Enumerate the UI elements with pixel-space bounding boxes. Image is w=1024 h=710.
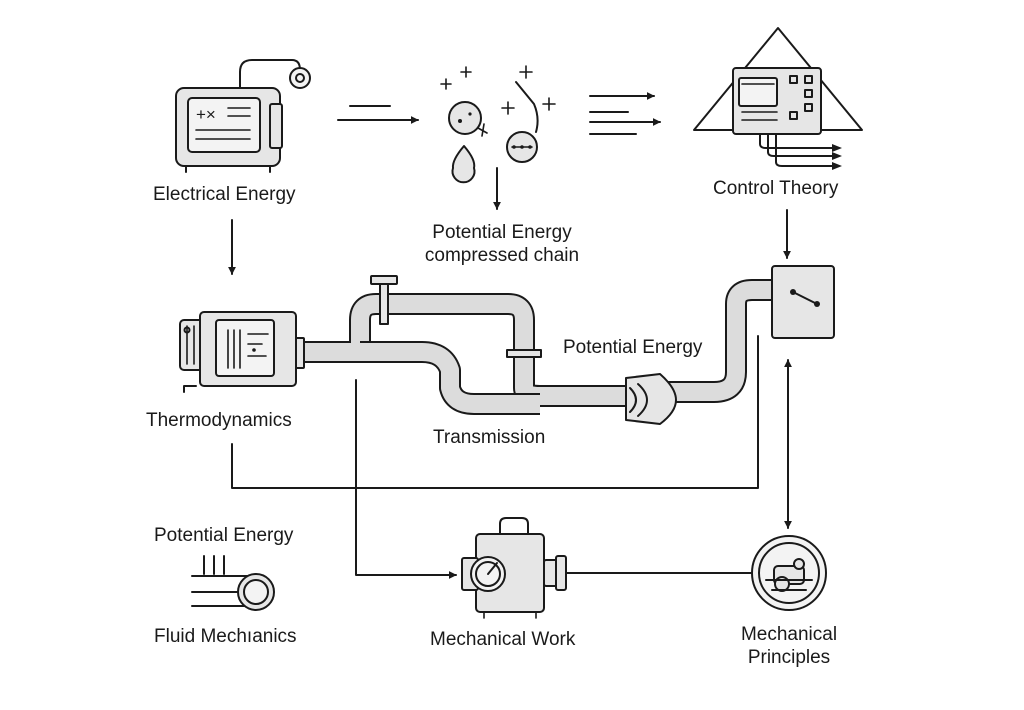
label-potential-energy-line1: Potential Energy bbox=[432, 222, 572, 243]
label-thermodynamics: Thermodynamics bbox=[146, 410, 292, 431]
pipeline-icon bbox=[293, 275, 774, 415]
engine-icon bbox=[179, 311, 297, 393]
label-mechanical-principles: Mechanical Principles bbox=[706, 624, 872, 670]
coupling-icon bbox=[625, 373, 677, 425]
label-potential-energy-line2: compressed chain bbox=[424, 244, 580, 266]
label-control-theory: Control Theory bbox=[713, 178, 839, 199]
label-electrical-energy: Electrical Energy bbox=[153, 184, 296, 205]
gear-mechanism-icon bbox=[751, 535, 827, 611]
control-panel-icon bbox=[693, 27, 863, 170]
label-potential-energy-fluid: Potential Energy bbox=[154, 525, 294, 546]
label-mechanical-principles-line1: Mechanical bbox=[740, 624, 838, 645]
label-mechanical-work: Mechanical Work bbox=[430, 629, 576, 650]
generator-icon: +× bbox=[175, 59, 311, 173]
fluid-roller-icon bbox=[191, 555, 275, 611]
pump-gauge-icon bbox=[461, 517, 567, 619]
label-potential-energy-pipe: Potential Energy bbox=[563, 337, 703, 358]
valve-box-icon bbox=[771, 265, 835, 339]
svg-text:+×: +× bbox=[196, 105, 216, 124]
label-fluid-mechanics: Fluid Mechıanics bbox=[154, 626, 297, 647]
label-potential-energy-chain: Potential Energy compressed chain bbox=[402, 222, 602, 268]
label-mechanical-principles-line2: Principles bbox=[747, 646, 831, 668]
label-transmission: Transmission bbox=[433, 427, 546, 448]
charged-particles-icon bbox=[349, 65, 556, 184]
